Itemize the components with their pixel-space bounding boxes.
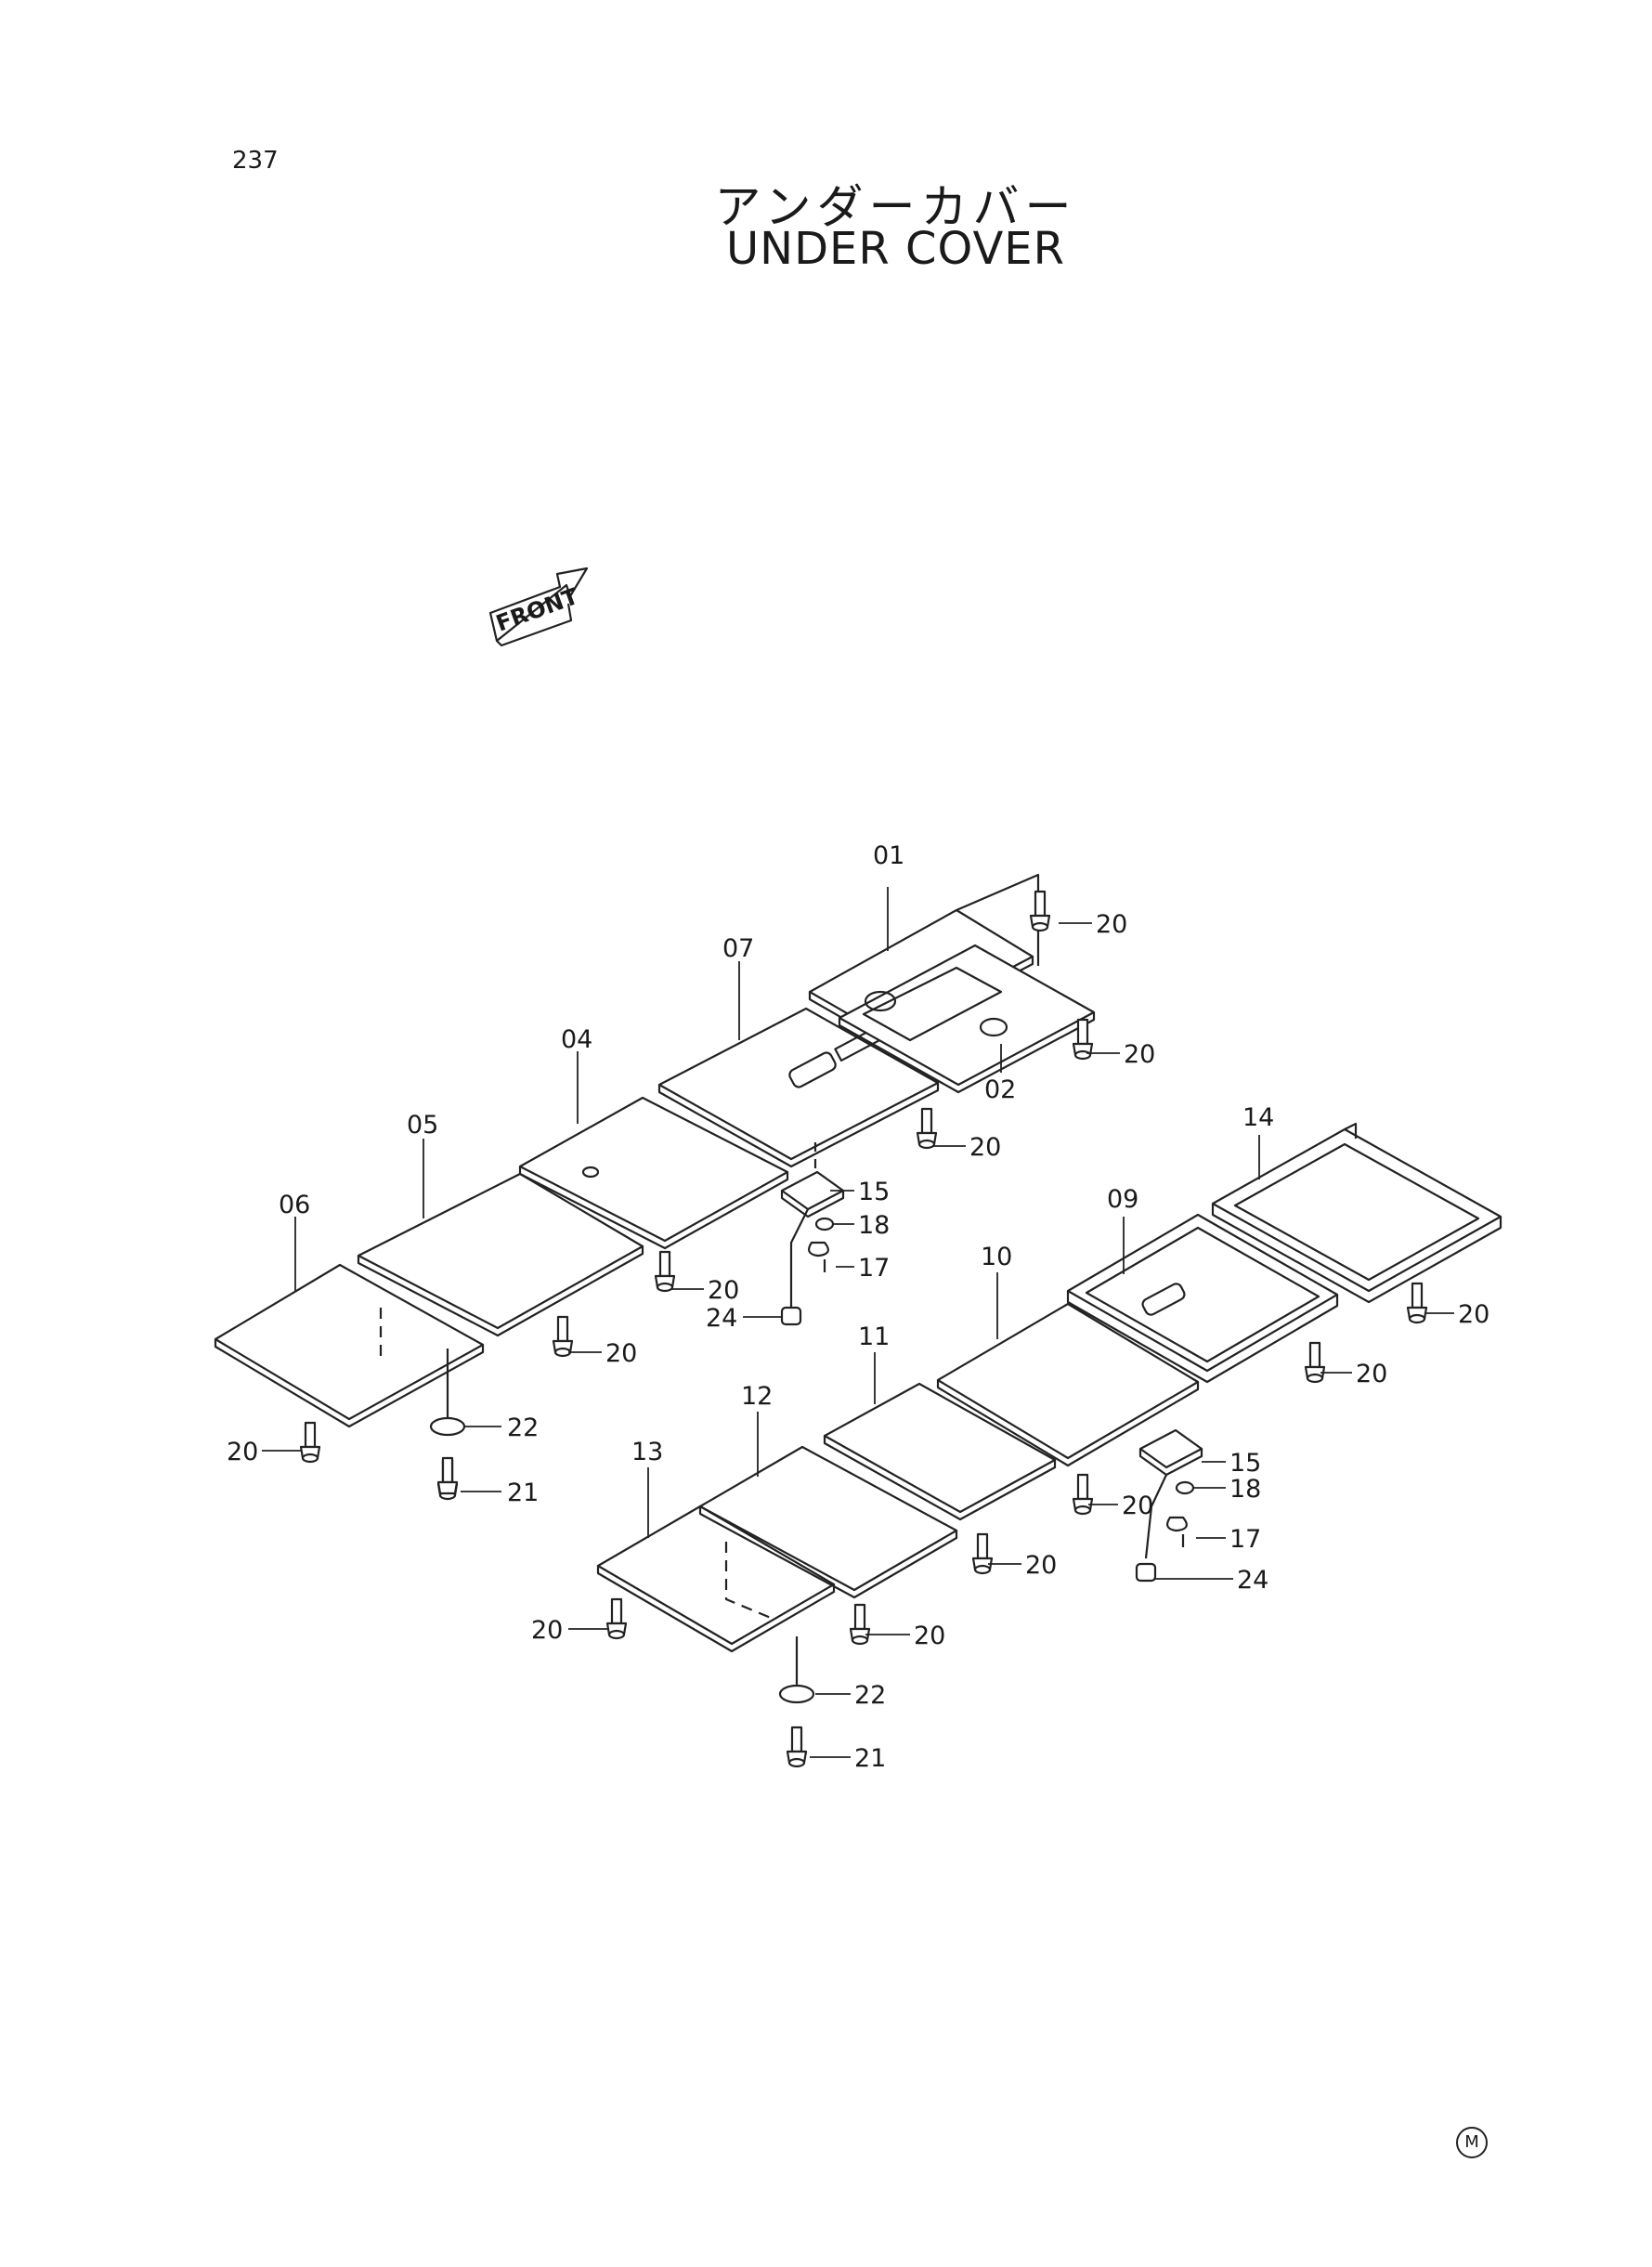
callout-01: 01 (873, 841, 904, 870)
callout-20-j: 20 (1025, 1551, 1057, 1580)
callout-06: 06 (279, 1191, 310, 1219)
panel-11 (823, 1382, 1057, 1521)
callout-17-a: 17 (858, 1254, 890, 1283)
callout-21-a: 21 (507, 1479, 539, 1507)
callout-20-k: 20 (914, 1622, 945, 1650)
callout-05: 05 (407, 1111, 438, 1140)
washer-22-lower (778, 1684, 815, 1704)
callout-15-a: 15 (858, 1178, 890, 1206)
callout-20-g: 20 (1458, 1300, 1489, 1329)
callout-09: 09 (1107, 1185, 1138, 1214)
callout-20-a: 20 (1096, 910, 1127, 939)
front-direction-arrow: FRONT (488, 567, 589, 647)
callout-21-b: 21 (854, 1744, 886, 1773)
callout-20-f: 20 (227, 1438, 258, 1466)
callout-10: 10 (981, 1243, 1012, 1271)
callout-20-l: 20 (531, 1616, 563, 1645)
callout-17-b: 17 (1229, 1525, 1261, 1554)
panel-04 (518, 1096, 789, 1250)
callout-15-b: 15 (1229, 1449, 1261, 1478)
callout-02: 02 (984, 1075, 1016, 1104)
callout-18-a: 18 (858, 1211, 890, 1240)
frame-09 (1066, 1213, 1339, 1384)
callout-04: 04 (561, 1025, 592, 1054)
leader-lines (262, 887, 1454, 1758)
bolts (299, 890, 1428, 1768)
title-japanese: アンダーカバー (714, 180, 1077, 234)
callout-14: 14 (1242, 1103, 1274, 1132)
callout-24-a: 24 (706, 1304, 737, 1333)
page-number: 237 (232, 147, 279, 175)
callout-labels: 01 07 04 05 06 02 20 20 20 20 20 20 22 2… (227, 841, 1489, 1773)
callout-22-b: 22 (854, 1681, 886, 1710)
callout-07: 07 (722, 934, 754, 963)
callout-20-b: 20 (1124, 1040, 1155, 1069)
callout-20-h: 20 (1356, 1360, 1387, 1388)
front-label: FRONT (492, 583, 581, 637)
frame-14 (1211, 1122, 1502, 1304)
callout-24-b: 24 (1237, 1566, 1268, 1595)
callout-11: 11 (858, 1322, 890, 1351)
panel-12 (698, 1445, 958, 1599)
callout-12: 12 (741, 1382, 773, 1411)
callout-20-i: 20 (1122, 1492, 1153, 1520)
callout-20-e: 20 (605, 1339, 637, 1368)
panel-10 (936, 1302, 1200, 1467)
washer-22-upper (429, 1416, 466, 1437)
callout-20-d: 20 (708, 1276, 739, 1305)
latch-assembly-lower (1135, 1428, 1203, 1583)
title-english: UNDER COVER (726, 223, 1065, 275)
panel-13 (596, 1505, 836, 1653)
callout-22-a: 22 (507, 1414, 539, 1442)
callout-13: 13 (631, 1438, 663, 1466)
callout-18-b: 18 (1229, 1475, 1261, 1504)
callout-20-c: 20 (969, 1133, 1001, 1162)
panel-02 (838, 944, 1096, 1094)
panel-05 (357, 1172, 644, 1337)
latch-assembly-upper (780, 1142, 845, 1326)
panel-06 (214, 1263, 485, 1428)
manufacturer-mark: M (1456, 2127, 1488, 2158)
